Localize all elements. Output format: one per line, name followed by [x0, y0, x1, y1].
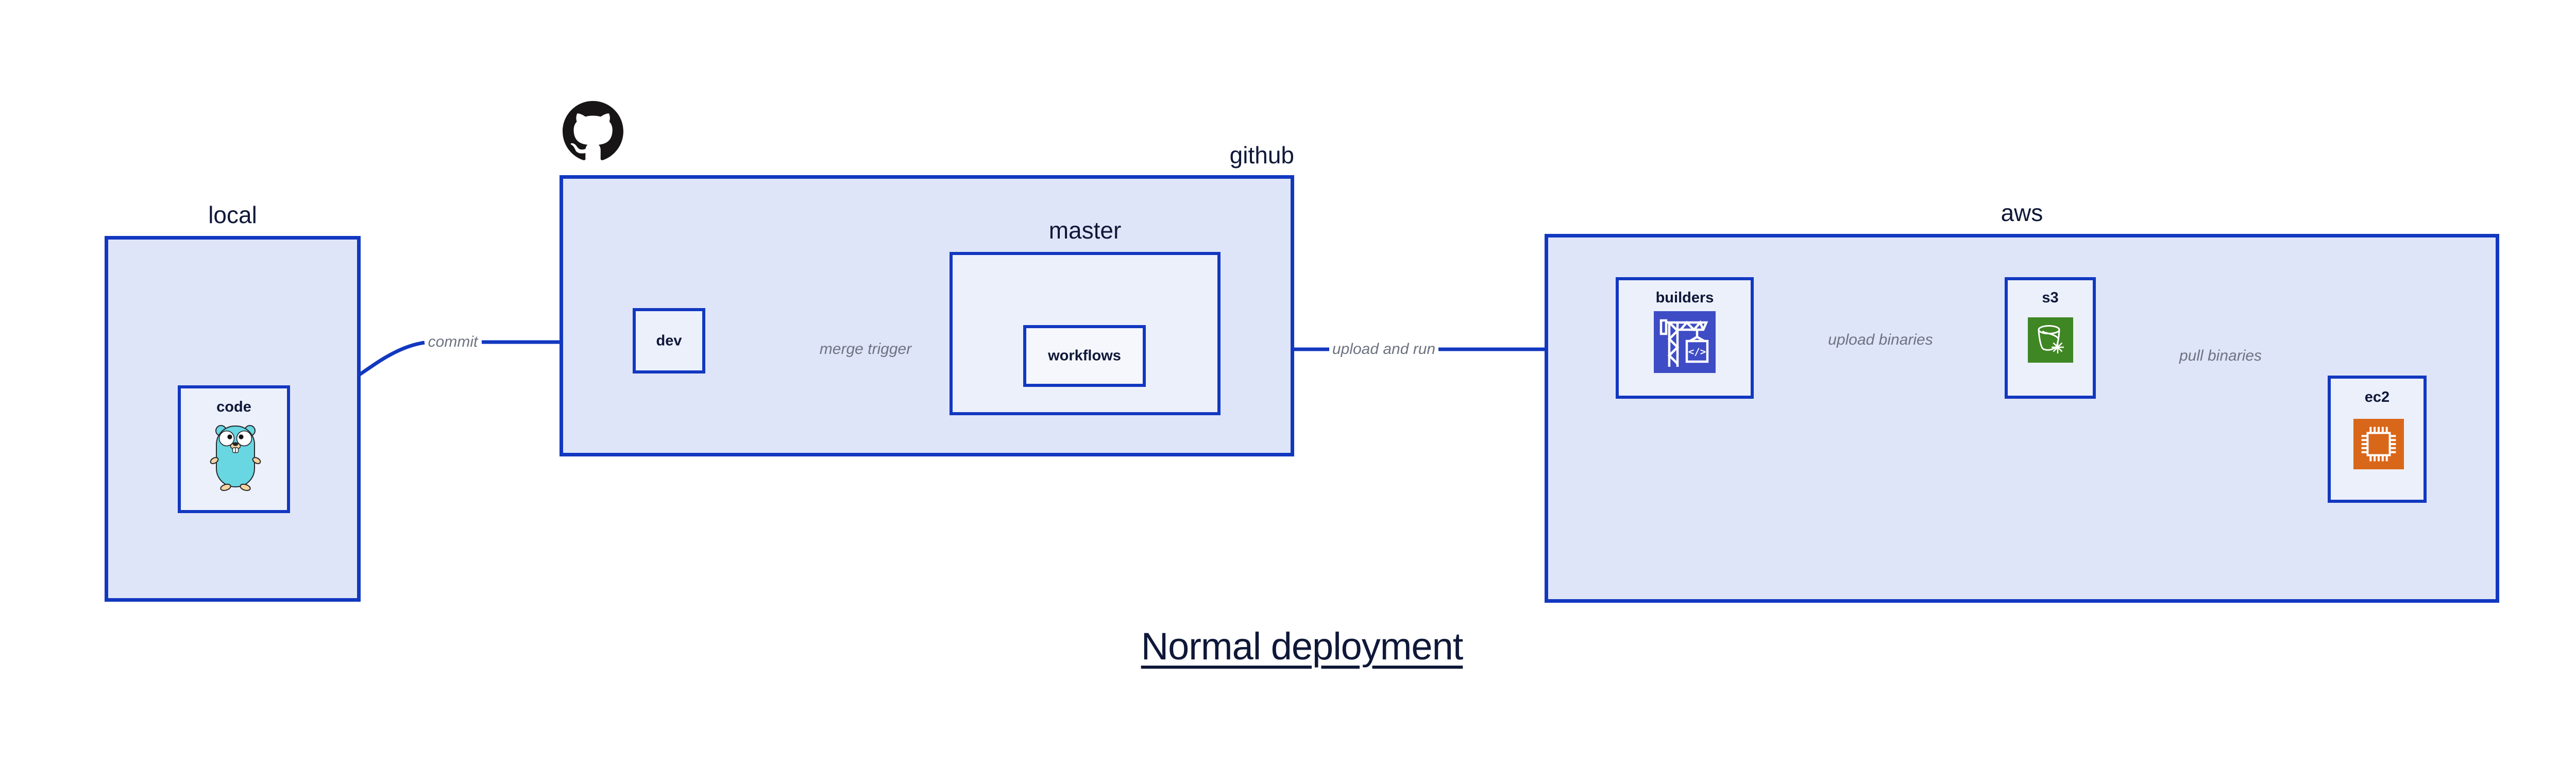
group-label-local: local — [208, 201, 257, 228]
node-box-workflows: workflows — [1023, 325, 1146, 387]
edge-label-commit: commit — [428, 333, 478, 350]
node-label-builders: builders — [1655, 290, 1714, 306]
node-box-code: code — [178, 385, 290, 513]
group-label-aws: aws — [2001, 199, 2043, 226]
ec2-chip-icon — [2353, 419, 2404, 469]
github-octocat-icon — [563, 101, 623, 160]
node-label-code: code — [216, 399, 251, 415]
group-label-github: github — [1229, 142, 1294, 168]
node-box-s3: s3 — [2005, 277, 2096, 399]
diagram-title: Normal deployment — [1141, 625, 1464, 668]
s3-bucket-snowflake-icon — [2028, 317, 2073, 363]
codebuild-code-glyph: </> — [1688, 346, 1706, 358]
edge-label-merge-trigger: merge trigger — [819, 341, 912, 358]
edge-label-upload-binaries: upload binaries — [1828, 331, 1933, 348]
edge-label-pull-binaries: pull binaries — [2179, 347, 2262, 364]
edge-label-upload-and-run: upload and run — [1332, 341, 1436, 358]
node-label-ec2: ec2 — [2364, 389, 2390, 405]
node-label-s3: s3 — [2042, 290, 2059, 306]
go-gopher-icon — [210, 425, 261, 491]
codebuild-crane-icon: </> — [1654, 311, 1716, 373]
node-box-builders: builders </> — [1616, 277, 1754, 399]
node-label-dev: dev — [656, 332, 682, 349]
node-box-dev: dev — [633, 308, 705, 373]
group-label-master: master — [1048, 217, 1122, 244]
node-box-ec2: ec2 — [2328, 376, 2427, 503]
node-label-workflows: workflows — [1048, 347, 1121, 364]
